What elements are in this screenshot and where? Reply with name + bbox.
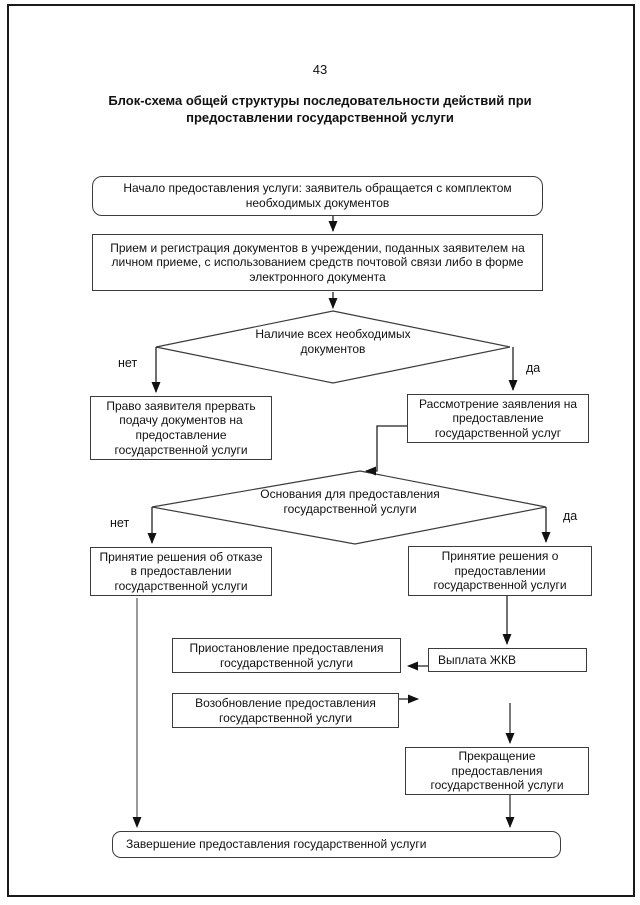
node-reception: Прием и регистрация документов в учрежде… bbox=[92, 234, 543, 291]
node-approval: Принятие решения о предоставлении госуда… bbox=[408, 546, 592, 596]
node-payment: Выплата ЖКВ bbox=[428, 648, 587, 672]
node-end: Завершение предоставления государственно… bbox=[112, 831, 561, 858]
node-decision-grounds: Основания для предоставления государстве… bbox=[260, 487, 440, 516]
branch-label-documents-yes: да bbox=[526, 361, 541, 375]
page-border bbox=[7, 4, 635, 897]
branch-label-grounds-yes: да bbox=[563, 509, 578, 523]
branch-label-grounds-no: нет bbox=[110, 516, 130, 530]
branch-label-documents-no: нет bbox=[118, 356, 138, 370]
node-review: Рассмотрение заявления на предоставление… bbox=[407, 394, 589, 443]
node-right-to-interrupt: Право заявителя прервать подачу документ… bbox=[90, 396, 272, 460]
node-decision-documents: Наличие всех необходимых документов bbox=[255, 327, 411, 356]
node-refusal: Принятие решения об отказе в предоставле… bbox=[90, 547, 272, 596]
page-title: Блок-схема общей структуры последователь… bbox=[108, 93, 532, 125]
page-number: 43 bbox=[312, 62, 328, 77]
node-resumption: Возобновление предоставления государстве… bbox=[172, 693, 399, 728]
node-start: Начало предоставления услуги: заявитель … bbox=[92, 176, 543, 216]
node-termination: Прекращение предоставления государственн… bbox=[405, 747, 589, 795]
node-suspension: Приостановление предоставления государст… bbox=[172, 638, 401, 673]
